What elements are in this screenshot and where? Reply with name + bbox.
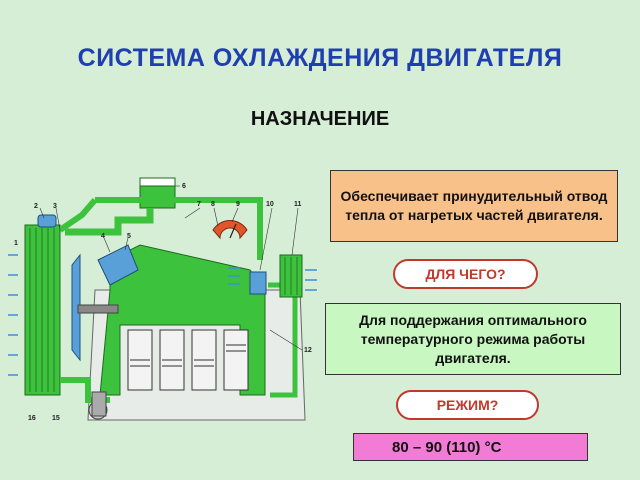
callout-15: 15 — [52, 415, 60, 422]
top-pipe — [95, 197, 263, 260]
why-pill: ДЛЯ ЧЕГО? — [393, 259, 538, 289]
callout-5: 5 — [127, 233, 131, 240]
callout-9: 9 — [236, 201, 240, 208]
callout-7: 7 — [197, 201, 201, 208]
airflow-arrows-left — [8, 254, 18, 376]
fan — [71, 253, 81, 362]
answer-box: Для поддержания оптимального температурн… — [325, 303, 621, 375]
callout-16: 16 — [28, 415, 36, 422]
page-title: СИСТЕМА ОХЛАЖДЕНИЯ ДВИГАТЕЛЯ — [77, 44, 563, 72]
radiator-cap — [37, 214, 57, 228]
callout-12: 12 — [304, 347, 312, 354]
purpose-box: Обеспечивает принудительный отвод тепла … — [330, 170, 618, 242]
airflow-arrows-right — [228, 267, 317, 291]
cooling-system-diagram: 1 2 3 4 5 7 8 9 10 11 12 15 16 6 — [8, 177, 317, 422]
callout-10: 10 — [266, 201, 274, 208]
callout-1: 1 — [14, 240, 18, 247]
callout-6: 6 — [182, 183, 186, 190]
thermostat — [249, 271, 267, 295]
water-jacket — [99, 244, 266, 396]
callout-11: 11 — [294, 201, 302, 208]
callout-3: 3 — [53, 203, 57, 210]
callout-8: 8 — [211, 201, 215, 208]
temperature-box: 80 – 90 (110) °C — [353, 433, 588, 461]
callout-2: 2 — [34, 203, 38, 210]
callout-4: 4 — [101, 233, 105, 240]
water-pump — [97, 244, 139, 286]
upper-pipe — [65, 208, 154, 236]
temperature-gauge — [212, 220, 248, 240]
radiator-fins — [29, 228, 55, 392]
mode-pill: РЕЖИМ? — [396, 390, 539, 420]
section-subtitle: НАЗНАЧЕНИЕ — [250, 108, 390, 130]
